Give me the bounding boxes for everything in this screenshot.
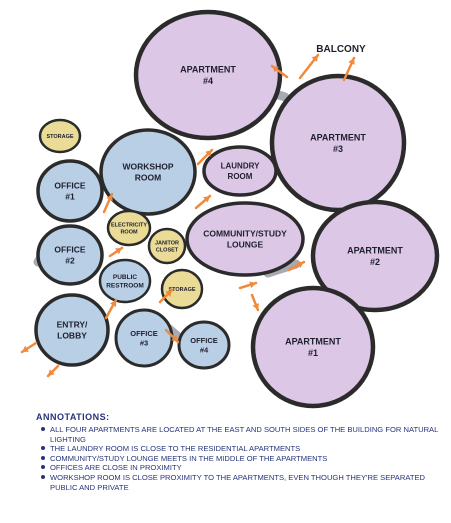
office-2-bubble: OFFICE #2 <box>36 224 104 286</box>
electricity-room-label: ELECTRICITY <box>111 222 147 228</box>
storage-top-bubble: STORAGE <box>38 118 82 154</box>
workshop-room-label: WORKSHOP <box>123 161 174 171</box>
arrow-head <box>297 261 304 268</box>
apartment-3-label: APARTMENT <box>310 132 366 142</box>
apartment-1-bubble: APARTMENT #1 <box>250 285 376 409</box>
apartment-1-shape <box>250 285 376 409</box>
annotations-panel: ANNOTATIONS: ALL FOUR APARTMENTS ARE LOC… <box>36 412 441 492</box>
balcony-label: BALCONY <box>316 44 366 55</box>
office-4-label: #4 <box>200 346 209 355</box>
storage-bottom-shape <box>160 268 204 310</box>
annotation-item: COMMUNITY/STUDY LOUNGE MEETS IN THE MIDD… <box>41 454 441 464</box>
electricity-room-label: ROOM <box>120 230 138 236</box>
office-4-bubble: OFFICE#4 <box>177 320 231 370</box>
office-2-label: #2 <box>65 256 75 266</box>
circulation-arrows <box>20 53 356 378</box>
apartment-3-bubble: APARTMENT #3 <box>269 73 407 213</box>
annotations-title: ANNOTATIONS: <box>36 412 110 422</box>
apartment-4-bubble: APARTMENT #4 <box>133 9 283 141</box>
arrow-head <box>115 248 122 255</box>
apartment-4-label: #4 <box>203 76 213 86</box>
laundry-room-label: LAUNDRY <box>221 162 260 171</box>
public-restroom-label: PUBLIC <box>113 274 138 281</box>
storage-top-label: STORAGE <box>46 134 73 140</box>
office-2-shape <box>36 224 104 286</box>
janitor-closet-bubble: JANITOR CLOSET <box>147 227 187 265</box>
arrow-head <box>252 303 260 310</box>
janitor-closet-shape <box>147 227 187 265</box>
apartment-2-shape <box>310 199 440 313</box>
arrow-head <box>165 290 172 297</box>
apartment-2-label: APARTMENT <box>347 245 403 255</box>
arrow-head <box>48 369 55 376</box>
office-1-bubble: OFFICE #1 <box>36 159 104 223</box>
office-3-label: #3 <box>140 339 148 348</box>
community-study-lounge-label: LOUNGE <box>227 240 264 250</box>
annotation-item: OFFICES ARE CLOSE IN PROXIMITY <box>41 463 441 473</box>
arrow-head <box>110 300 117 307</box>
workshop-room-shape <box>99 128 197 216</box>
storage-bottom-bubble: STORAGE <box>160 268 204 310</box>
community-study-lounge-label: COMMUNITY/STUDY <box>203 228 287 238</box>
laundry-room-label: ROOM <box>228 172 253 181</box>
arrow-head <box>171 335 178 342</box>
space-bubbles: APARTMENT#4APARTMENT#3APARTMENT#2APARTME… <box>34 9 440 409</box>
apartment-2-label: #2 <box>370 257 380 267</box>
office-2-label: OFFICE <box>54 244 85 254</box>
apartment-3-label: #3 <box>333 144 343 154</box>
public-restroom-label: RESTROOM <box>106 283 144 290</box>
apartment-1-label: APARTMENT <box>285 336 341 346</box>
office-1-shape <box>36 159 104 223</box>
arrow-head <box>22 345 29 352</box>
office-4-label: OFFICE <box>190 336 218 345</box>
apartment-3-shape <box>269 73 407 213</box>
arrow-head <box>272 66 279 73</box>
storage-bottom-label: STORAGE <box>168 287 195 293</box>
janitor-closet-label: CLOSET <box>156 248 179 254</box>
entry-lobby-label: LOBBY <box>57 331 87 341</box>
arrow-head <box>203 196 210 203</box>
arrow-head <box>106 194 113 201</box>
apartment-1-label: #1 <box>308 348 318 358</box>
workshop-room-bubble: WORKSHOP ROOM <box>99 128 197 216</box>
workshop-room-label: ROOM <box>135 173 161 183</box>
office-4-shape <box>177 320 231 370</box>
laundry-room-shape <box>202 145 278 197</box>
entry-lobby-label: ENTRY/ <box>57 319 88 329</box>
office-1-label: #1 <box>65 192 75 202</box>
public-restroom-shape <box>98 258 152 304</box>
community-study-lounge-bubble: COMMUNITY/STUDY LOUNGE <box>185 201 305 277</box>
office-3-shape <box>114 308 174 368</box>
arrow-head <box>348 58 355 65</box>
annotation-item: WORKSHOP ROOM IS CLOSE PROXIMITY TO THE … <box>41 473 441 492</box>
annotation-item: ALL FOUR APARTMENTS ARE LOCATED AT THE E… <box>41 425 441 444</box>
apartment-4-shape <box>133 9 283 141</box>
public-restroom-bubble: PUBLIC RESTROOM <box>98 258 152 304</box>
annotations-list: ALL FOUR APARTMENTS ARE LOCATED AT THE E… <box>36 425 441 492</box>
arrow-head <box>249 281 256 289</box>
arrow-head <box>205 150 212 157</box>
apartment-2-bubble: APARTMENT #2 <box>310 199 440 313</box>
janitor-closet-label: JANITOR <box>155 240 179 246</box>
office-3-label: OFFICE <box>130 329 158 338</box>
apartment-4-label: APARTMENT <box>180 64 236 74</box>
electricity-room-shape <box>106 209 152 247</box>
arrow-head <box>311 55 318 62</box>
community-study-lounge-shape <box>185 201 305 277</box>
entry-lobby-shape <box>34 293 110 367</box>
entry-lobby-bubble: ENTRY/LOBBY <box>34 293 110 367</box>
storage-top-shape <box>38 118 82 154</box>
electricity-room-bubble: ELECTRICITY ROOM <box>106 209 152 247</box>
office-3-bubble: OFFICE#3 <box>114 308 174 368</box>
annotation-item: THE LAUNDRY ROOM IS CLOSE TO THE RESIDEN… <box>41 444 441 454</box>
office-1-label: OFFICE <box>54 180 85 190</box>
